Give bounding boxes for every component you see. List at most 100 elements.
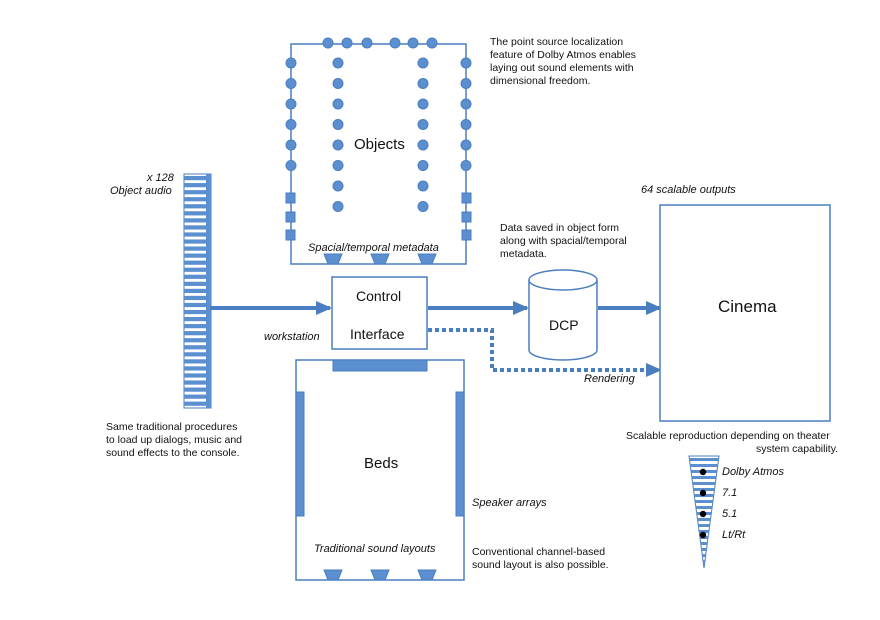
track-stripe [184,274,211,279]
object-dot [332,201,344,212]
track-stripe [184,225,211,230]
object-dot [417,78,429,89]
track-stripe [184,267,211,272]
triangle-stripe [690,464,718,467]
dcp-note-1: Data saved in object form [500,222,620,234]
track-stripe [184,324,211,329]
object-speaker [285,211,296,223]
format-bullet [699,531,707,539]
track-stripe [184,176,211,181]
object-dot [332,78,344,89]
object-audio-note-3: sound effects to the console. [106,447,240,459]
track-stripe [184,352,211,357]
beds-left-speaker-bar [295,391,305,517]
workstation-label: workstation [264,331,320,343]
triangle-stripe [691,476,717,479]
object-speaker [370,253,390,265]
format-bullet [699,510,707,518]
triangle-stripe [701,548,707,551]
format-5-1: 5.1 [722,508,738,520]
format-bullet [699,468,707,476]
object-dot [285,98,297,110]
object-speaker [461,229,472,241]
cinema-note-2: system capability. [756,443,839,455]
object-dot [417,119,429,130]
object-dot [417,160,429,171]
objects-box [290,43,467,265]
object-dot [417,57,429,69]
objects-metadata-label: Spacial/temporal metadata [308,242,439,254]
object-dot [460,139,472,151]
objects-note-2: feature of Dolby Atmos enables [490,49,636,61]
object-dot [341,37,353,49]
track-stripe [184,359,211,364]
triangle-stripe [702,554,706,557]
triangle-stripe [693,488,715,491]
object-dot [417,201,429,212]
object-dot [361,37,373,49]
track-stripe [184,253,211,258]
objects-title: Objects [354,136,405,153]
triangle-stripe [702,560,706,563]
dcp-note-3: metadata. [500,248,547,260]
track-stripe [184,373,211,378]
track-stripe [184,218,211,223]
object-dot [460,98,472,110]
track-stripe [184,380,211,385]
object-dot [322,37,334,49]
control-label-line2: Interface [350,326,405,342]
track-stripe [184,394,211,399]
triangle-stripe [697,518,711,521]
object-audio-tracks [183,173,212,409]
objects-note-4: dimensional freedom. [490,75,591,87]
object-dot [417,180,429,192]
track-stripe [184,317,211,322]
beds-speakers [323,569,437,581]
track-stripe [184,309,211,315]
triangle-stripe [692,482,716,485]
track-stripe [184,190,211,195]
cinema-label: Cinema [718,297,777,316]
control-interface-box [331,276,428,350]
object-dot [426,37,438,49]
objects-dots [285,37,472,265]
object-dot [460,57,472,69]
object-dot [285,57,297,69]
track-stripe [184,183,211,188]
object-dot [332,98,344,110]
object-speaker [461,192,472,204]
object-speaker [417,253,437,265]
object-audio-note-1: Same traditional procedures [106,421,238,433]
track-stripe [184,288,211,293]
object-dot [332,160,344,171]
rendering-label: Rendering [584,373,635,385]
object-dot [460,119,472,130]
dcp-cylinder [528,269,598,361]
format-bullet [699,489,707,497]
object-dot [332,180,344,192]
track-stripe [184,281,211,286]
object-audio-note-2: to load up dialogs, music and [106,434,243,446]
cinema-outputs-label: 64 scalable outputs [641,184,736,196]
cinema-note-1: Scalable reproduction depending on theat… [626,430,830,442]
track-stripe [184,197,211,202]
track-stripe [184,331,211,336]
track-stripe [184,260,211,265]
format-dolby-atmos: Dolby Atmos [722,466,784,478]
track-stripe [184,345,211,350]
beds-title: Beds [364,455,399,472]
dcp-note-2: along with spacial/temporal [500,235,627,247]
track-stripe [184,204,211,209]
triangle-stripe [689,458,719,461]
objects-note-1: The point source localization [490,36,624,48]
beds-layouts-label: Traditional sound layouts [314,543,436,555]
object-dot [285,78,297,89]
triangle-stripe [700,542,708,545]
format-lt-rt: Lt/Rt [722,529,746,541]
track-stripe [184,366,211,371]
track-stripe [184,295,211,301]
track-stripe [184,246,211,251]
triangle-stripe [698,524,710,527]
dcp-label: DCP [549,317,579,333]
